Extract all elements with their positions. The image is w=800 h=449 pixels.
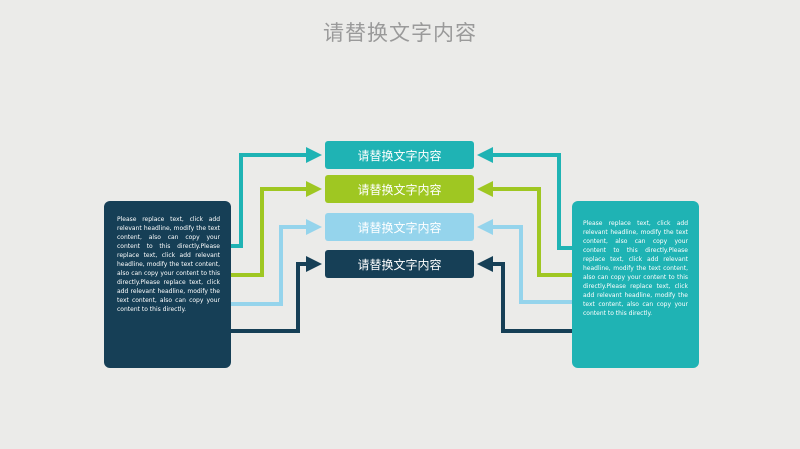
arrow-right-3 bbox=[477, 219, 572, 304]
center-box-1: 请替换文字内容 bbox=[325, 141, 474, 169]
center-box-2: 请替换文字内容 bbox=[325, 175, 474, 203]
arrow-right-2 bbox=[477, 181, 572, 277]
arrow-left-1 bbox=[231, 147, 322, 248]
left-text-panel: Please replace text, click add relevant … bbox=[104, 201, 231, 368]
center-box-4-label: 请替换文字内容 bbox=[357, 257, 442, 272]
center-box-2-label: 请替换文字内容 bbox=[357, 182, 442, 197]
right-text-panel: Please replace text, click add relevant … bbox=[572, 201, 699, 368]
arrow-left-4 bbox=[231, 256, 322, 333]
arrow-left-2 bbox=[231, 181, 322, 277]
slide-title: 请替换文字内容 bbox=[323, 21, 477, 45]
center-box-4: 请替换文字内容 bbox=[325, 250, 474, 278]
arrow-right-4 bbox=[477, 256, 572, 333]
center-box-1-label: 请替换文字内容 bbox=[357, 148, 442, 163]
center-box-3-label: 请替换文字内容 bbox=[357, 220, 442, 235]
right-panel-text: Please replace text, click add relevant … bbox=[583, 220, 688, 317]
left-panel-text: Please replace text, click add relevant … bbox=[117, 216, 220, 313]
arrow-right-1 bbox=[477, 147, 572, 250]
arrow-left-3 bbox=[231, 219, 322, 306]
center-box-3: 请替换文字内容 bbox=[325, 213, 474, 241]
